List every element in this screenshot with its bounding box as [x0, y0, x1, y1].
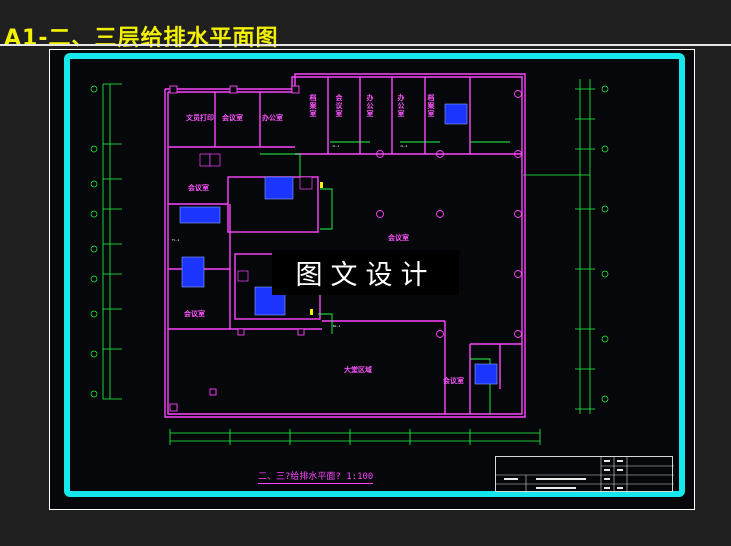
right-dimension-lines	[523, 79, 595, 414]
bottom-dimension-lines	[169, 429, 541, 445]
title-block-grid	[496, 457, 674, 493]
svg-text:JL-1: JL-1	[332, 144, 339, 148]
drawing-frame	[64, 53, 685, 497]
room-label: 办公室	[262, 114, 283, 122]
right-grid-bubbles	[601, 85, 609, 403]
left-grid-bubbles	[90, 85, 98, 398]
round-columns	[376, 90, 522, 338]
room-label: 办公室	[397, 94, 405, 118]
svg-text:JL-2: JL-2	[400, 144, 407, 148]
room-label: 会议室	[222, 114, 243, 122]
water-pipes	[260, 141, 510, 414]
page-title: A1-二、三层给排水平面图	[4, 26, 279, 51]
room-label: 会议室	[188, 184, 209, 192]
floor-plan-drawing: JL-1 JL-2 WL-1 FL-1	[90, 73, 609, 445]
pipe-tags: JL-1 JL-2 WL-1 FL-1	[172, 144, 407, 328]
room-label: 会议室	[335, 94, 343, 118]
room-label: 大堂区域	[344, 366, 372, 374]
room-label: 会议室	[443, 377, 464, 385]
room-label: 会议室	[184, 310, 205, 318]
title-divider	[0, 44, 731, 46]
watermark-label: 图文设计	[272, 250, 459, 295]
room-label: 文员打印	[186, 114, 214, 122]
room-label: 办公室	[366, 94, 374, 118]
sanitary-fixtures	[179, 103, 498, 385]
fixture-yellow-markers	[310, 182, 323, 315]
drawing-caption: 二、三?给排水平面? 1:100	[258, 469, 374, 484]
svg-text:WL-1: WL-1	[333, 324, 340, 328]
room-label: 会议室	[388, 234, 409, 242]
title-block	[495, 456, 674, 493]
toilet-fixtures	[199, 153, 313, 282]
structural-columns	[169, 85, 305, 412]
svg-text:FL-1: FL-1	[172, 238, 179, 242]
room-label: 档案室	[427, 94, 435, 118]
room-label: 档案室	[309, 94, 317, 118]
left-dimension-lines	[102, 83, 122, 400]
